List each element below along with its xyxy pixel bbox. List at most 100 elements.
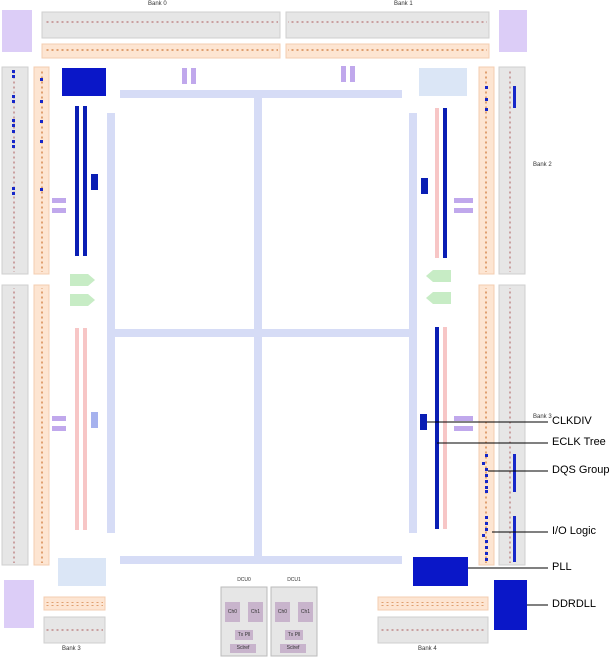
floorplan-shape (40, 188, 43, 191)
floorplan-shape (513, 86, 516, 108)
top-clk-pair-a1 (182, 68, 187, 84)
floorplan-shape (275, 602, 290, 622)
ddrdll-block (494, 580, 527, 630)
floorplan-shape (485, 516, 488, 519)
eclk-right-upper-a (435, 108, 439, 258)
floorplan-shape (485, 540, 488, 543)
floorplan-shape (39, 288, 43, 563)
floorplan-shape (52, 426, 66, 431)
floorplan-shape (485, 480, 488, 483)
floorplan-shape (52, 198, 66, 203)
floorplan-shape (482, 462, 485, 465)
floorplan-shape (485, 468, 488, 471)
floorplan-shape (12, 140, 15, 143)
floorplan-shape (12, 100, 15, 103)
floorplan-shape (230, 644, 256, 653)
dcu1-sciref: Sclref (286, 645, 300, 651)
floorplan-shape (12, 119, 15, 122)
floorplan-shape (12, 187, 15, 190)
floorplan-shape (46, 628, 103, 632)
floorplan-shape (485, 98, 488, 101)
floorplan-shape (508, 288, 512, 563)
callout-ddrdll: DDRDLL (552, 598, 597, 610)
bank3-right-label: Bank 3 (533, 414, 552, 420)
floorplan-shape (454, 198, 473, 203)
floorplan-shape (485, 86, 488, 89)
eclk-left-upper-a (75, 106, 79, 256)
floorplan-shape (298, 602, 313, 622)
floorplan-shape (52, 208, 66, 213)
dcu1-txpll: Tx Pll (287, 632, 301, 638)
floorplan-shape (70, 274, 95, 286)
eclk-left-lower-a (75, 328, 79, 530)
callout-io-logic: I/O Logic (552, 525, 597, 537)
clkdiv-left-upper (91, 174, 98, 190)
floorplan-shape (225, 602, 240, 622)
bank1-label: Bank 1 (394, 1, 413, 7)
corner-block-top-left (2, 10, 32, 52)
floorplan-shape (11, 288, 15, 563)
floorplan-shape (12, 75, 15, 78)
dcu1-ch0: Ch0 (277, 609, 288, 615)
floorplan-shape (12, 192, 15, 195)
floorplan-shape (70, 294, 95, 306)
floorplan-shape (44, 49, 278, 53)
pll-bottom-left (58, 558, 106, 586)
floorplan-shape (40, 78, 43, 81)
dcu1-block (270, 586, 318, 657)
floorplan-shape (485, 528, 488, 531)
floorplan-shape (288, 49, 487, 53)
floorplan-shape (235, 630, 253, 640)
floorplan-shape (485, 474, 488, 477)
clkdiv-left-lower (91, 412, 98, 428)
dcu0-txpll: Tx Pll (237, 632, 251, 638)
bank4-label: Bank 4 (418, 646, 437, 652)
eclk-left-upper-b (83, 106, 87, 256)
bank3-bottom-label: Bank 3 (62, 646, 81, 652)
floorplan-shape (52, 416, 66, 421)
floorplan-shape (485, 522, 488, 525)
eclk-left-lower-b (83, 328, 87, 530)
floorplan-shape (40, 100, 43, 103)
floorplan-shape (426, 270, 451, 282)
floorplan-shape (513, 516, 516, 562)
floorplan-shape (380, 602, 486, 606)
side-clk-pairs (52, 198, 473, 431)
callout-dqs-group: DQS Group (552, 464, 610, 476)
floorplan-shape (484, 288, 488, 563)
floorplan-shape (120, 556, 402, 564)
dcu1-ch1: Ch1 (300, 609, 311, 615)
floorplan-shape (120, 90, 402, 98)
floorplan-shape (288, 21, 487, 25)
floorplan-shape (482, 534, 485, 537)
floorplan-shape (46, 602, 103, 606)
green-arrows (70, 270, 451, 306)
floorplan-shape (484, 70, 488, 272)
floorplan-shape (485, 490, 488, 493)
floorplan-shape (454, 416, 473, 421)
bank2-label: Bank 2 (533, 162, 552, 168)
floorplan-shape (485, 486, 488, 489)
floorplan-shape (107, 113, 115, 533)
floorplan-shape (380, 628, 486, 632)
clkdiv-right-lower (420, 414, 427, 430)
floorplan-shape (485, 108, 488, 111)
eclk-right-lower-b (443, 327, 447, 529)
top-clk-pair-b2 (350, 66, 355, 82)
floorplan-shape (454, 426, 473, 431)
bank0-label: Bank 0 (148, 1, 167, 7)
dcu0-ch0: Ch0 (227, 609, 238, 615)
floorplan-shape (485, 552, 488, 555)
callout-eclk-tree: ECLK Tree (552, 436, 606, 448)
pll-top-left (62, 68, 106, 96)
floorplan-shape (40, 140, 43, 143)
floorplan-shape (12, 130, 15, 133)
pll-bottom-right (413, 557, 468, 586)
floorplan-shape (485, 558, 488, 561)
corner-block-bottom-left (4, 580, 34, 628)
clkdiv-right-upper (421, 178, 428, 194)
floorplan-shape (280, 644, 306, 653)
callout-leaders (427, 421, 548, 606)
